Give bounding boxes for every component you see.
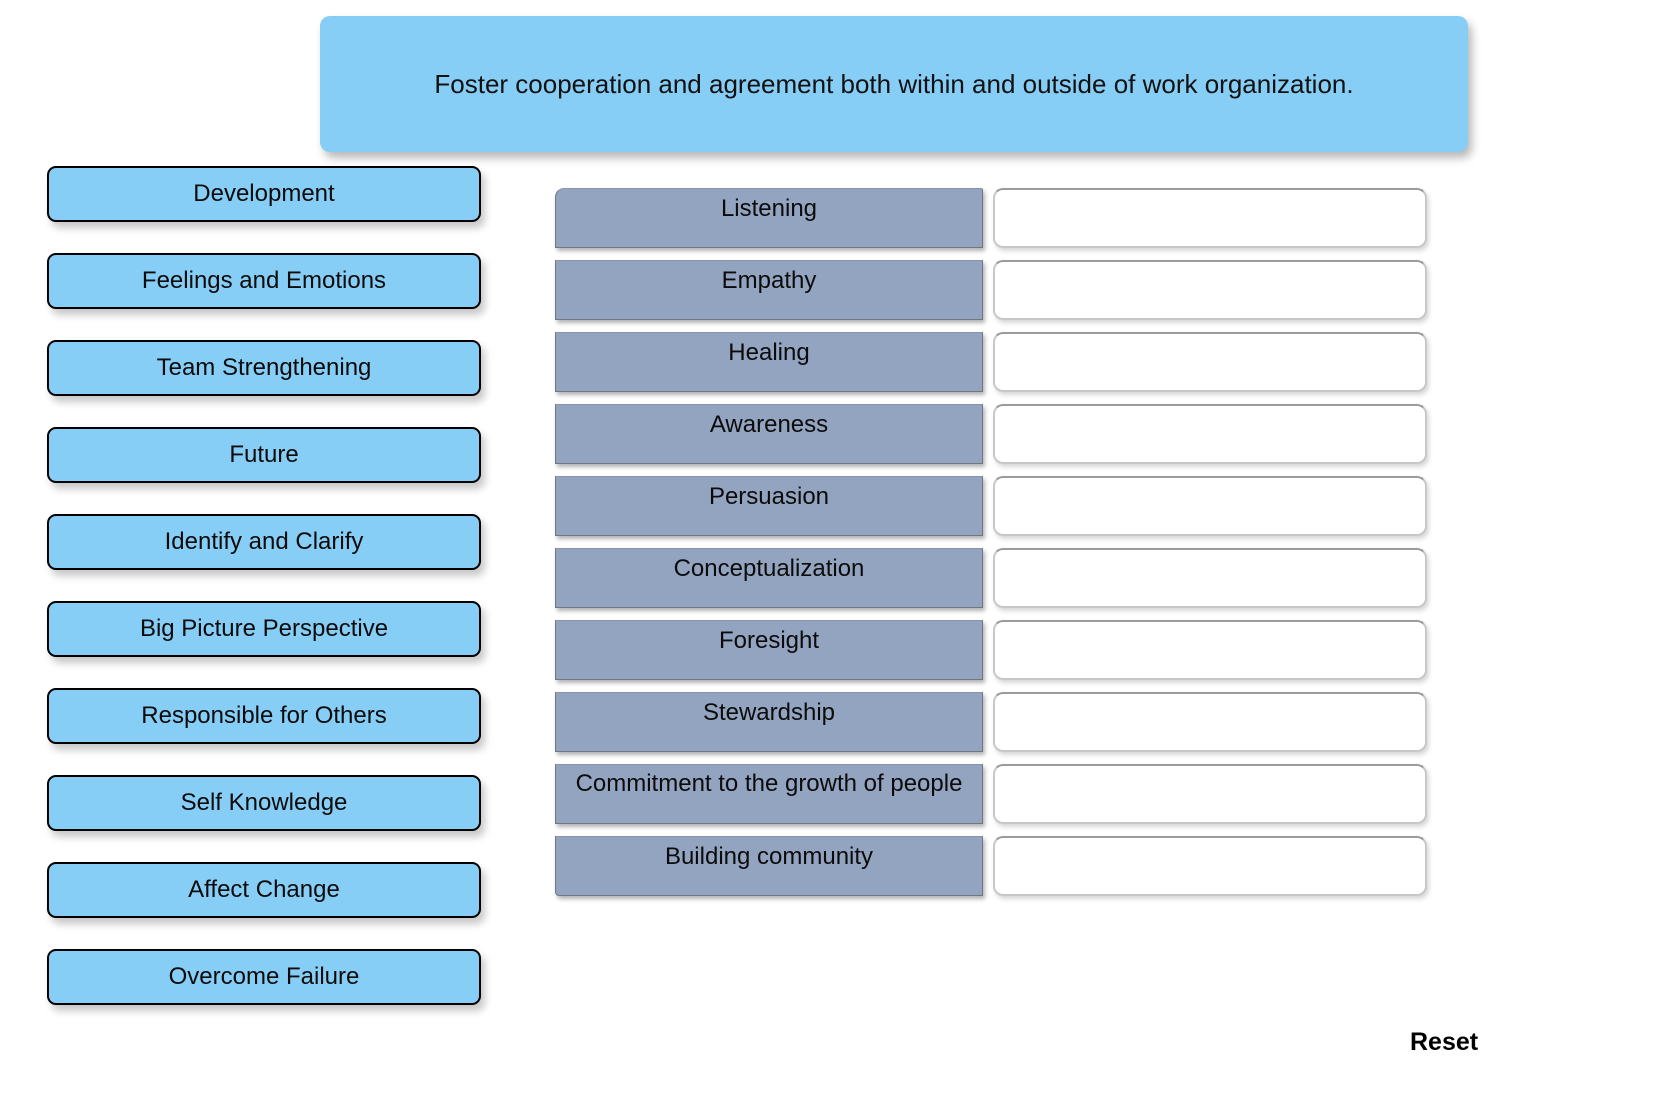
draggable-item[interactable]: Affect Change xyxy=(47,862,481,918)
drop-zone[interactable] xyxy=(993,404,1427,464)
category-label: Awareness xyxy=(709,411,829,438)
draggable-item-label: Development xyxy=(193,179,335,207)
category-label: Stewardship xyxy=(702,699,836,726)
draggable-item[interactable]: Overcome Failure xyxy=(47,949,481,1005)
category-label-box: Stewardship xyxy=(555,692,983,752)
category-label-box: Commitment to the growth of people xyxy=(555,764,983,824)
category-label-box: Empathy xyxy=(555,260,983,320)
drop-zone[interactable] xyxy=(993,692,1427,752)
draggable-item[interactable]: Responsible for Others xyxy=(47,688,481,744)
draggable-item-label: Self Knowledge xyxy=(180,788,348,816)
category-label: Empathy xyxy=(721,267,817,294)
drop-zone[interactable] xyxy=(993,476,1427,536)
draggable-item[interactable]: Feelings and Emotions xyxy=(47,253,481,309)
category-label: Conceptualization xyxy=(673,555,865,582)
draggable-item[interactable]: Big Picture Perspective xyxy=(47,601,481,657)
table-row: Building community xyxy=(555,836,1427,896)
table-row: Foresight xyxy=(555,620,1427,680)
draggable-item[interactable]: Self Knowledge xyxy=(47,775,481,831)
category-label-box: Conceptualization xyxy=(555,548,983,608)
draggable-item-label: Future xyxy=(229,440,299,468)
table-row: Commitment to the growth of people xyxy=(555,764,1427,824)
table-row: Stewardship xyxy=(555,692,1427,752)
drop-zone[interactable] xyxy=(993,332,1427,392)
instruction-banner-text: Foster cooperation and agreement both wi… xyxy=(434,68,1354,99)
category-label: Persuasion xyxy=(708,483,830,510)
category-label: Commitment to the growth of people xyxy=(575,770,963,797)
drop-zone[interactable] xyxy=(993,764,1427,824)
instruction-banner: Foster cooperation and agreement both wi… xyxy=(320,16,1468,152)
category-label-box: Persuasion xyxy=(555,476,983,536)
category-label: Building community xyxy=(664,843,874,870)
category-label-box: Healing xyxy=(555,332,983,392)
category-label: Foresight xyxy=(718,627,820,654)
table-row: Empathy xyxy=(555,260,1427,320)
draggable-item[interactable]: Team Strengthening xyxy=(47,340,481,396)
category-label-box: Building community xyxy=(555,836,983,896)
category-label-box: Awareness xyxy=(555,404,983,464)
drop-zone[interactable] xyxy=(993,188,1427,248)
draggable-item[interactable]: Future xyxy=(47,427,481,483)
drop-zone[interactable] xyxy=(993,548,1427,608)
drop-zone[interactable] xyxy=(993,836,1427,896)
draggable-item-label: Identify and Clarify xyxy=(164,527,364,555)
draggable-item[interactable]: Development xyxy=(47,166,481,222)
category-label-box: Listening xyxy=(555,188,983,248)
table-row: Persuasion xyxy=(555,476,1427,536)
draggable-item-label: Responsible for Others xyxy=(141,701,387,729)
reset-button[interactable]: Reset xyxy=(1410,1028,1479,1056)
table-row: Awareness xyxy=(555,404,1427,464)
category-label: Listening xyxy=(720,195,818,222)
table-row: Healing xyxy=(555,332,1427,392)
drop-zone[interactable] xyxy=(993,620,1427,680)
table-row: Conceptualization xyxy=(555,548,1427,608)
draggable-item-label: Overcome Failure xyxy=(168,962,360,990)
drop-zone[interactable] xyxy=(993,260,1427,320)
draggable-item[interactable]: Identify and Clarify xyxy=(47,514,481,570)
category-label-box: Foresight xyxy=(555,620,983,680)
draggable-item-label: Affect Change xyxy=(188,875,340,903)
category-label: Healing xyxy=(728,339,810,366)
draggable-item-label: Big Picture Perspective xyxy=(139,614,389,642)
draggable-item-label: Feelings and Emotions xyxy=(141,266,387,294)
draggable-item-label: Team Strengthening xyxy=(156,353,372,381)
table-row: Listening xyxy=(555,188,1427,248)
